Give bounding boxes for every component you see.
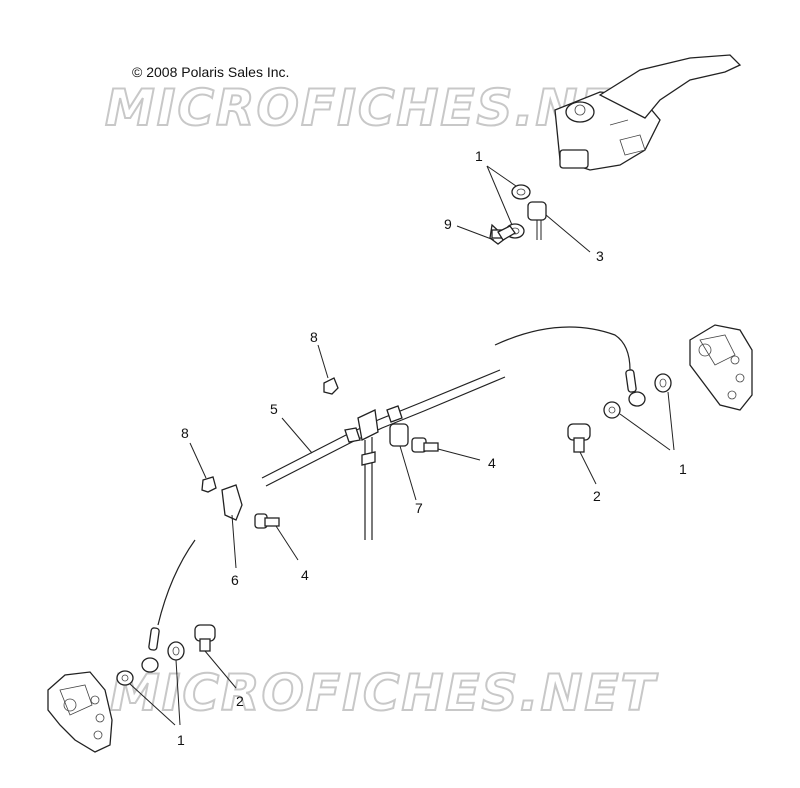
callout-9: 9 bbox=[444, 216, 452, 232]
callout-6: 6 bbox=[231, 572, 239, 588]
callout-4-left: 4 bbox=[301, 567, 309, 583]
callout-4-middle: 4 bbox=[488, 455, 496, 471]
callout-3: 3 bbox=[596, 248, 604, 264]
callout-7: 7 bbox=[415, 500, 423, 516]
callout-1-left: 1 bbox=[177, 732, 185, 748]
callout-2-right: 2 bbox=[593, 488, 601, 504]
callout-8-upper: 8 bbox=[310, 329, 318, 345]
top-hardware bbox=[489, 184, 547, 245]
callout-5: 5 bbox=[270, 401, 278, 417]
left-caliper bbox=[47, 671, 113, 753]
right-caliper bbox=[689, 324, 753, 411]
watermark-bottom: MICROFICHES.NET bbox=[110, 664, 659, 722]
copyright-text: © 2008 Polaris Sales Inc. bbox=[132, 64, 290, 80]
master-cylinder bbox=[554, 54, 742, 171]
callout-1-top: 1 bbox=[475, 148, 483, 164]
callout-8-lower: 8 bbox=[181, 425, 189, 441]
main-brake-line bbox=[261, 369, 506, 540]
callout-2-left: 2 bbox=[236, 693, 244, 709]
callout-1-right: 1 bbox=[679, 461, 687, 477]
